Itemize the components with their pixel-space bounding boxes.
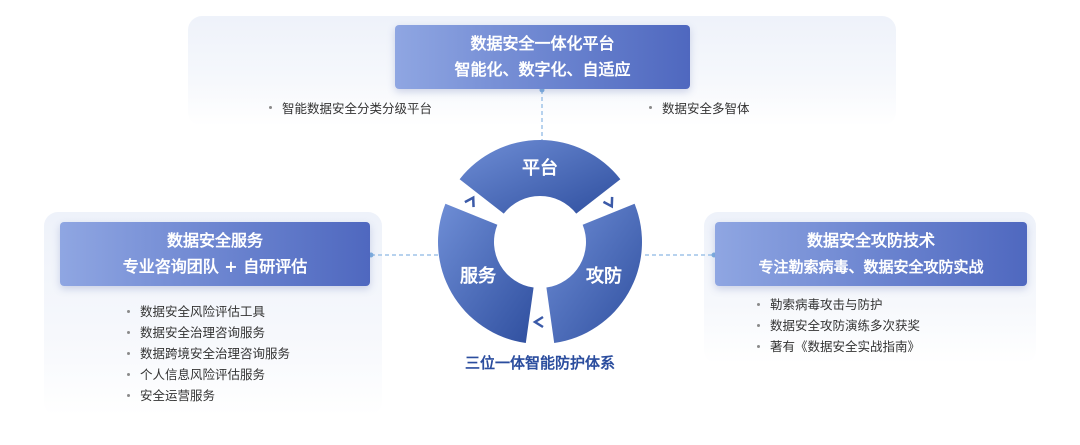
platform-title-box: 数据安全一体化平台 智能化、数字化、自适应 (395, 25, 690, 89)
cycle-segment-platform (459, 140, 621, 214)
cycle-label-defense: 攻防 (586, 265, 622, 286)
defense-title-box: 数据安全攻防技术 专注勒索病毒、数据安全攻防实战 (715, 222, 1027, 286)
platform-bullet-left: 智能数据安全分类分级平台 (266, 98, 432, 117)
cycle-label-platform: 平台 (522, 157, 558, 178)
defense-item: 著有《数据安全实战指南》 (754, 336, 920, 357)
cycle-segment-defense (546, 203, 642, 344)
service-item: 数据安全治理咨询服务 (124, 322, 290, 343)
defense-bullet-list: 勒索病毒攻击与防护 数据安全攻防演练多次获奖 著有《数据安全实战指南》 (754, 294, 920, 357)
service-item: 个人信息风险评估服务 (124, 364, 290, 385)
defense-title: 数据安全攻防技术 (806, 231, 935, 250)
defense-item: 勒索病毒攻击与防护 (754, 294, 920, 315)
triad-cycle-diagram: 平台 服务 攻防 (437, 140, 642, 344)
service-item: 安全运营服务 (124, 385, 290, 406)
service-title-box: 数据安全服务 专业咨询团队 + 自研评估 (60, 222, 370, 286)
platform-subtitle: 智能化、数字化、自适应 (454, 60, 631, 79)
cycle-caption: 三位一体智能防护体系 (464, 354, 615, 372)
service-item: 数据跨境安全治理咨询服务 (124, 343, 290, 364)
service-subtitle: 专业咨询团队 + 自研评估 (122, 257, 308, 276)
cycle-segment-service (437, 203, 534, 344)
defense-subtitle: 专注勒索病毒、数据安全攻防实战 (758, 258, 984, 276)
chevron-icon (532, 315, 544, 329)
chevron-icon (602, 196, 614, 209)
service-item: 数据安全风险评估工具 (124, 301, 290, 322)
service-bullet-list: 数据安全风险评估工具 数据安全治理咨询服务 数据跨境安全治理咨询服务 个人信息风… (124, 301, 290, 406)
platform-title: 数据安全一体化平台 (470, 34, 615, 53)
service-title: 数据安全服务 (166, 231, 263, 250)
platform-bullet-right: 数据安全多智体 (646, 98, 750, 117)
defense-item: 数据安全攻防演练多次获奖 (754, 315, 920, 336)
chevron-icon (464, 195, 475, 208)
cycle-label-service: 服务 (460, 265, 497, 286)
